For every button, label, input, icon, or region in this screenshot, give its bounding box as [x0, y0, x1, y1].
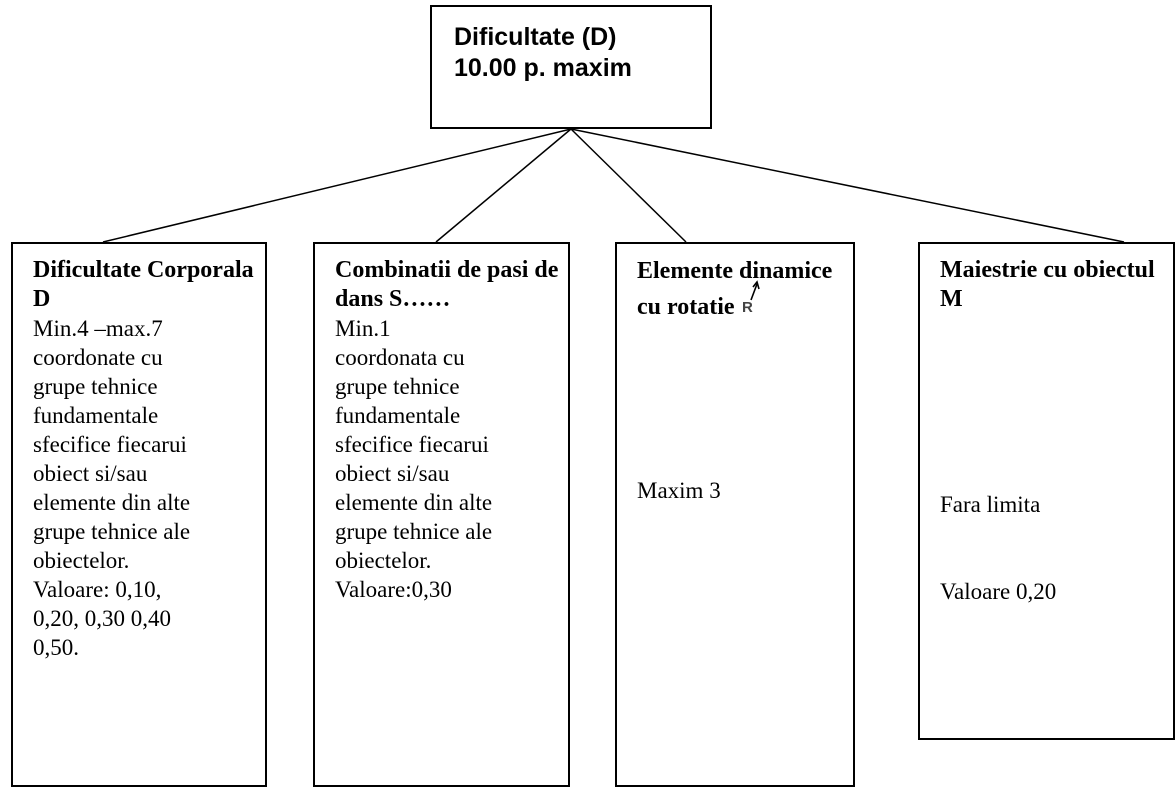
rotation-icon: R: [741, 280, 763, 318]
node-dificultate-corporala: Dificultate Corporala D Min.4 –max.7 coo…: [11, 242, 267, 787]
connector-to-box1: [102, 128, 572, 243]
node-body: Min.4 –max.7 coordonate cu grupe tehnice…: [33, 316, 191, 660]
node-title: Elemente dinamice cu rotatie: [637, 258, 833, 320]
connector-to-box4: [570, 128, 1125, 243]
node-maiestrie-obiect: Maiestrie cu obiectul M Fara limita Valo…: [918, 242, 1175, 740]
svg-text:R: R: [742, 299, 753, 314]
connector-to-box3: [570, 128, 687, 243]
node-body-limit: Fara limita: [940, 492, 1041, 517]
node-title: Combinatii de pasi de dans S……: [335, 257, 559, 312]
node-body: Maxim 3: [637, 478, 721, 503]
root-subtitle: 10.00 p. maxim: [454, 54, 632, 82]
root-title: Dificultate (D): [454, 23, 617, 51]
node-body-value: Valoare 0,20: [940, 579, 1057, 604]
connector-to-box2: [435, 128, 572, 243]
node-combinatii-pasi-dans: Combinatii de pasi de dans S…… Min.1 coo…: [313, 242, 570, 787]
node-body: Min.1 coordonata cu grupe tehnice fundam…: [335, 316, 493, 602]
root-node: Dificultate (D) 10.00 p. maxim: [430, 5, 712, 129]
node-title: Dificultate Corporala D: [33, 257, 254, 312]
node-title: Maiestrie cu obiectul M: [940, 257, 1155, 312]
